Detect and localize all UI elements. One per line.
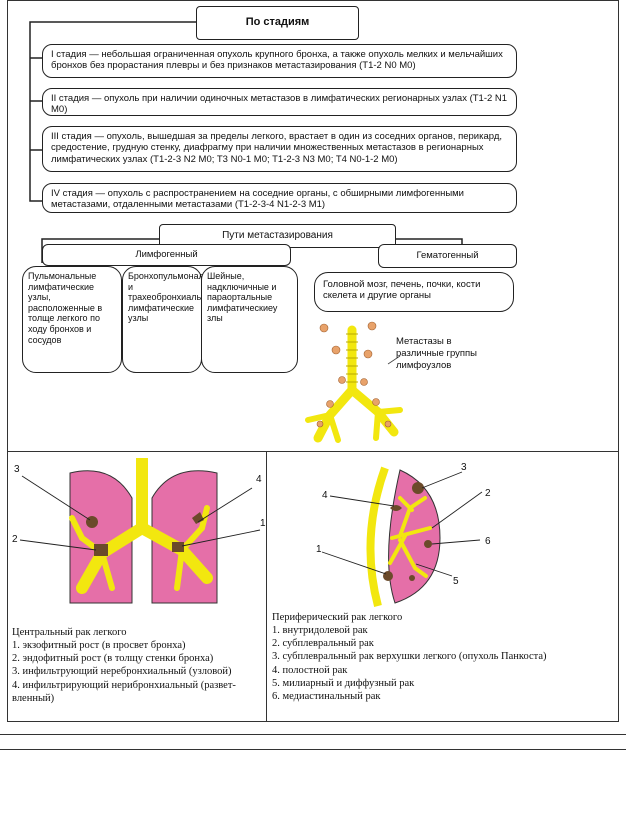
hematogenic-title: Гематогенный [378,244,517,268]
peripheral-label-2: 2 [485,488,491,499]
lymph-item-pulmonary: Пульмональные лимфатические узлы, распол… [22,266,122,373]
peripheral-caption-title: Периферический рак легкого [272,611,614,624]
stage-1: I стадия — небольшая ограниченная опухол… [42,44,517,78]
peripheral-label-3: 3 [461,462,467,473]
central-label-4: 4 [256,474,262,485]
peripheral-label-5: 5 [453,576,459,587]
peripheral-caption-item: 5. милиарный и диффузный рак [272,677,614,690]
central-caption-item: 4. инфильтрирующий нерибронхиальный (раз… [12,679,264,705]
central-cancer-illustration [12,458,262,608]
central-caption: Центральный рак легкого 1. экзофитный ро… [12,626,264,705]
stage-2: II стадия — опухоль при наличии одиночны… [42,88,517,116]
peripheral-caption-item: 4. полостной рак [272,664,614,677]
lymphogenic-title: Лимфогенный [42,244,291,266]
peripheral-caption-item: 1. внутридолевой рак [272,624,614,637]
peripheral-label-6: 6 [485,536,491,547]
stage-3: III стадия — опухоль, вышедшая за предел… [42,126,517,172]
central-label-2: 2 [12,534,18,545]
lymph-item-bronchopulmonary: Бронхопульмональные и трахеобронхиальные… [122,266,202,373]
stage-4: IV стадия — опухоль с распространением н… [42,183,517,213]
hemat-item-organs: Головной мозг, печень, почки, кости скел… [314,272,514,312]
peripheral-caption-item: 2. субплевральный рак [272,637,614,650]
central-label-1: 1 [260,518,266,529]
peripheral-caption: Периферический рак легкого 1. внутридоле… [272,611,614,703]
table-header-row [0,735,626,750]
central-label-3: 3 [14,464,20,475]
stages-title: По стадиям [196,6,359,40]
peripheral-cancer-illustration [300,458,500,608]
lymph-item-cervical: Шейные, надключичные и параортальные лим… [201,266,298,373]
section-divider [7,451,619,452]
peripheral-caption-item: 6. медиастинальный рак [272,690,614,703]
central-caption-item: 3. инфильтрующий неребронхиальный (узлов… [12,665,264,678]
peripheral-caption-item: 3. субплевральный рак верхушки легкого (… [272,650,614,663]
empty-table [0,734,626,813]
column-divider [266,451,267,722]
peripheral-label-4: 4 [322,490,328,501]
tree-caption: Метастазы в различные группы лимфоузлов [396,336,480,372]
central-caption-item: 1. экзофитный рост (в просвет бронха) [12,639,264,652]
peripheral-label-1: 1 [316,544,322,555]
central-caption-title: Центральный рак легкого [12,626,264,639]
central-caption-item: 2. эндофитный рост (в толщу стенки бронх… [12,652,264,665]
